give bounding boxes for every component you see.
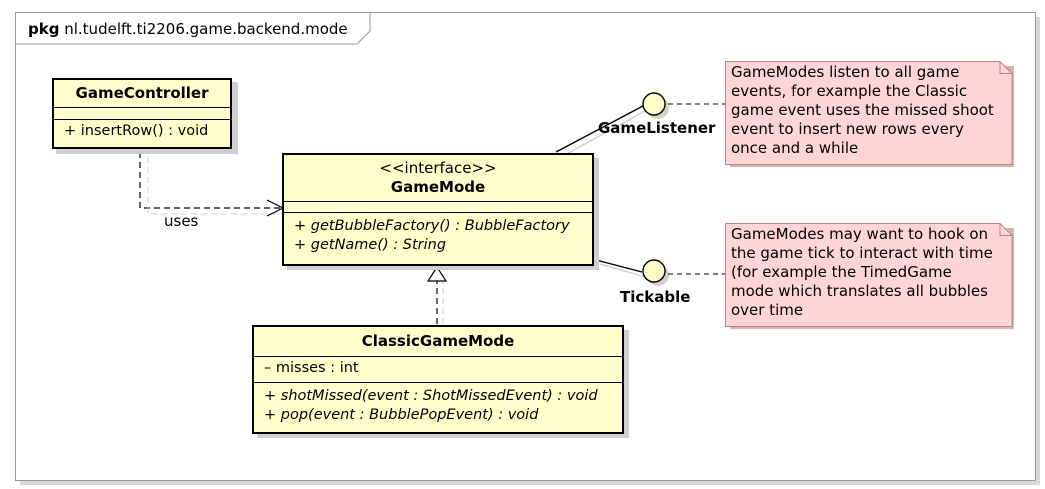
gamecontroller-attributes — [54, 108, 230, 120]
gamecontroller-name: GameController — [54, 80, 230, 108]
gamemode-name: GameMode — [390, 178, 486, 196]
note2-shape — [725, 223, 1014, 329]
classicgamemode-operations: + shotMissed(event : ShotMissedEvent) : … — [254, 383, 622, 427]
note1-line: once and a while — [731, 139, 859, 157]
gamecontroller-operations: + insertRow() : void — [54, 120, 230, 143]
gamelistener-note: GameModes listen to all game events, for… — [725, 61, 1016, 169]
tickable-socket-line — [595, 259, 643, 273]
gamemode-operation: + getBubbleFactory() : BubbleFactory — [294, 218, 570, 234]
note2-line: (for example the TimedGame — [731, 263, 952, 281]
gamemode-operations: + getBubbleFactory() : BubbleFactory + g… — [284, 213, 592, 257]
uses-label: uses — [164, 212, 199, 230]
note2-line: mode which translates all bubbles — [731, 282, 988, 300]
classicgamemode-attributes: – misses : int — [254, 357, 622, 383]
gamecontroller-operation: + insertRow() : void — [64, 123, 209, 139]
tickable-note: GameModes may want to hook on the game t… — [725, 223, 1016, 331]
gamemode-interface[interactable]: <<interface>> GameMode + getBubbleFactor… — [282, 153, 594, 266]
gamemode-stereotype: <<interface>> — [379, 159, 497, 177]
gamemode-attributes — [284, 202, 592, 213]
tickable-label: Tickable — [620, 288, 691, 306]
note2-line: the game tick to interact with time — [731, 244, 993, 262]
package-name: nl.tudelft.ti2206.game.backend.mode — [64, 20, 348, 38]
note1-line: event to insert new rows every — [731, 120, 964, 138]
note2-line: GameModes may want to hook on — [731, 225, 988, 243]
classicgamemode-class[interactable]: ClassicGameMode – misses : int + shotMis… — [252, 325, 624, 434]
classicgamemode-name: ClassicGameMode — [254, 327, 622, 357]
realization-triangle — [426, 265, 448, 282]
gamemode-operation: + getName() : String — [294, 237, 447, 253]
note2-text: GameModes may want to hook on the game t… — [731, 225, 1010, 320]
classicgamemode-attribute: – misses : int — [264, 360, 359, 376]
tickable-lollipop — [642, 259, 666, 283]
note1-shape — [725, 61, 1014, 167]
gamelistener-label: GameListener — [598, 119, 716, 137]
note1-text: GameModes listen to all game events, for… — [731, 63, 1010, 158]
classicgamemode-operation: + shotMissed(event : ShotMissedEvent) : … — [264, 388, 598, 404]
gamecontroller-class[interactable]: GameController + insertRow() : void — [52, 78, 232, 149]
package-keyword: pkg — [28, 20, 60, 38]
gamemode-header: <<interface>> GameMode — [284, 155, 592, 202]
note1-line: game event uses the missed shoot — [731, 101, 994, 119]
note2-line: over time — [731, 301, 804, 319]
uses-dependency-line — [139, 152, 283, 209]
classicgamemode-operation: + pop(event : BubblePopEvent) : void — [264, 407, 539, 423]
package-label: pkg nl.tudelft.ti2206.game.backend.mode — [28, 20, 348, 38]
note1-line: events, for example the Classic — [731, 82, 968, 100]
note1-line: GameModes listen to all game — [731, 63, 960, 81]
gamelistener-lollipop — [642, 92, 666, 116]
gamelistener-socket-line — [555, 105, 644, 153]
